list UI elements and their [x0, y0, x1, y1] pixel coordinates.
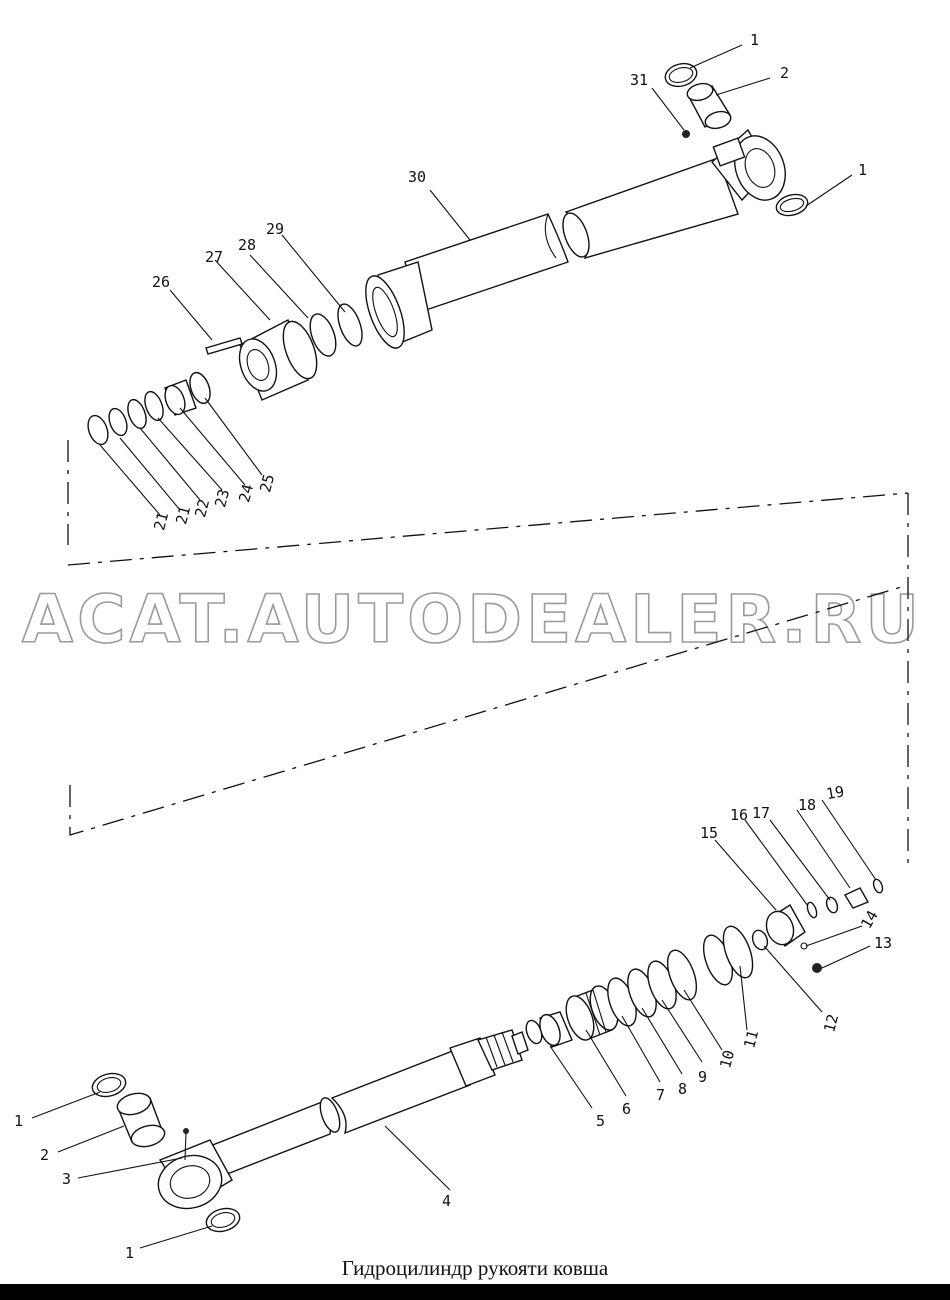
callout-label: 1 [750, 31, 759, 49]
callout-label: 28 [238, 236, 256, 254]
callout-label: 6 [622, 1100, 631, 1118]
callout-label: 26 [152, 273, 170, 291]
callout-label: 1 [14, 1112, 23, 1130]
callout-label: 27 [205, 248, 223, 266]
callout-label: 3 [62, 1170, 71, 1188]
callout-label: 12 [820, 1012, 842, 1034]
callout-label: 8 [678, 1080, 687, 1098]
callout-label: 11 [740, 1028, 762, 1050]
callout-label: 21 [172, 504, 194, 526]
assembly-guide-lines [67, 440, 909, 870]
callout-label: 19 [825, 782, 846, 803]
callout-label: 14 [857, 907, 882, 932]
callout-label: 29 [266, 220, 284, 238]
bottom-border [0, 1284, 950, 1300]
callout-label: 10 [716, 1048, 738, 1070]
callout-label: 25 [256, 472, 278, 494]
callout-label: 1 [125, 1244, 134, 1262]
callout-label: 23 [211, 487, 233, 509]
callout-label: 1 [858, 161, 867, 179]
callout-label: 2 [780, 64, 789, 82]
callout-label: 31 [630, 71, 648, 89]
piston-rod [157, 1029, 529, 1210]
leader-lines [31, 44, 877, 1249]
callout-label: 2 [40, 1146, 49, 1164]
watermark: ACAT.AUTODEALER.RU [22, 581, 923, 658]
callout-label: 7 [656, 1086, 665, 1104]
cylinder-head-assembly [87, 303, 363, 446]
callout-label: 22 [191, 497, 213, 519]
callout-label: 21 [150, 510, 172, 532]
callout-label: 9 [698, 1068, 707, 1086]
nut-assembly [765, 878, 884, 973]
callout-label: 15 [700, 824, 718, 842]
callout-label: 30 [408, 168, 426, 186]
callout-label: 13 [874, 934, 892, 952]
rod-end-parts [91, 1072, 241, 1233]
callout-label: 18 [798, 796, 816, 814]
piston-assembly [525, 925, 769, 1048]
callout-label: 17 [752, 804, 770, 822]
callout-label: 24 [235, 482, 257, 504]
barrel-end-parts [664, 62, 809, 217]
callout-label: 5 [596, 1112, 605, 1130]
diagram-caption: Гидроцилиндр рукояти ковша [341, 1256, 609, 1280]
cylinder-barrel [365, 128, 786, 349]
callout-numbers: 1 2 31 30 1 29 28 27 26 25 24 23 22 21 2… [14, 31, 892, 1262]
callout-label: 4 [442, 1192, 451, 1210]
callout-label: 16 [730, 806, 748, 824]
